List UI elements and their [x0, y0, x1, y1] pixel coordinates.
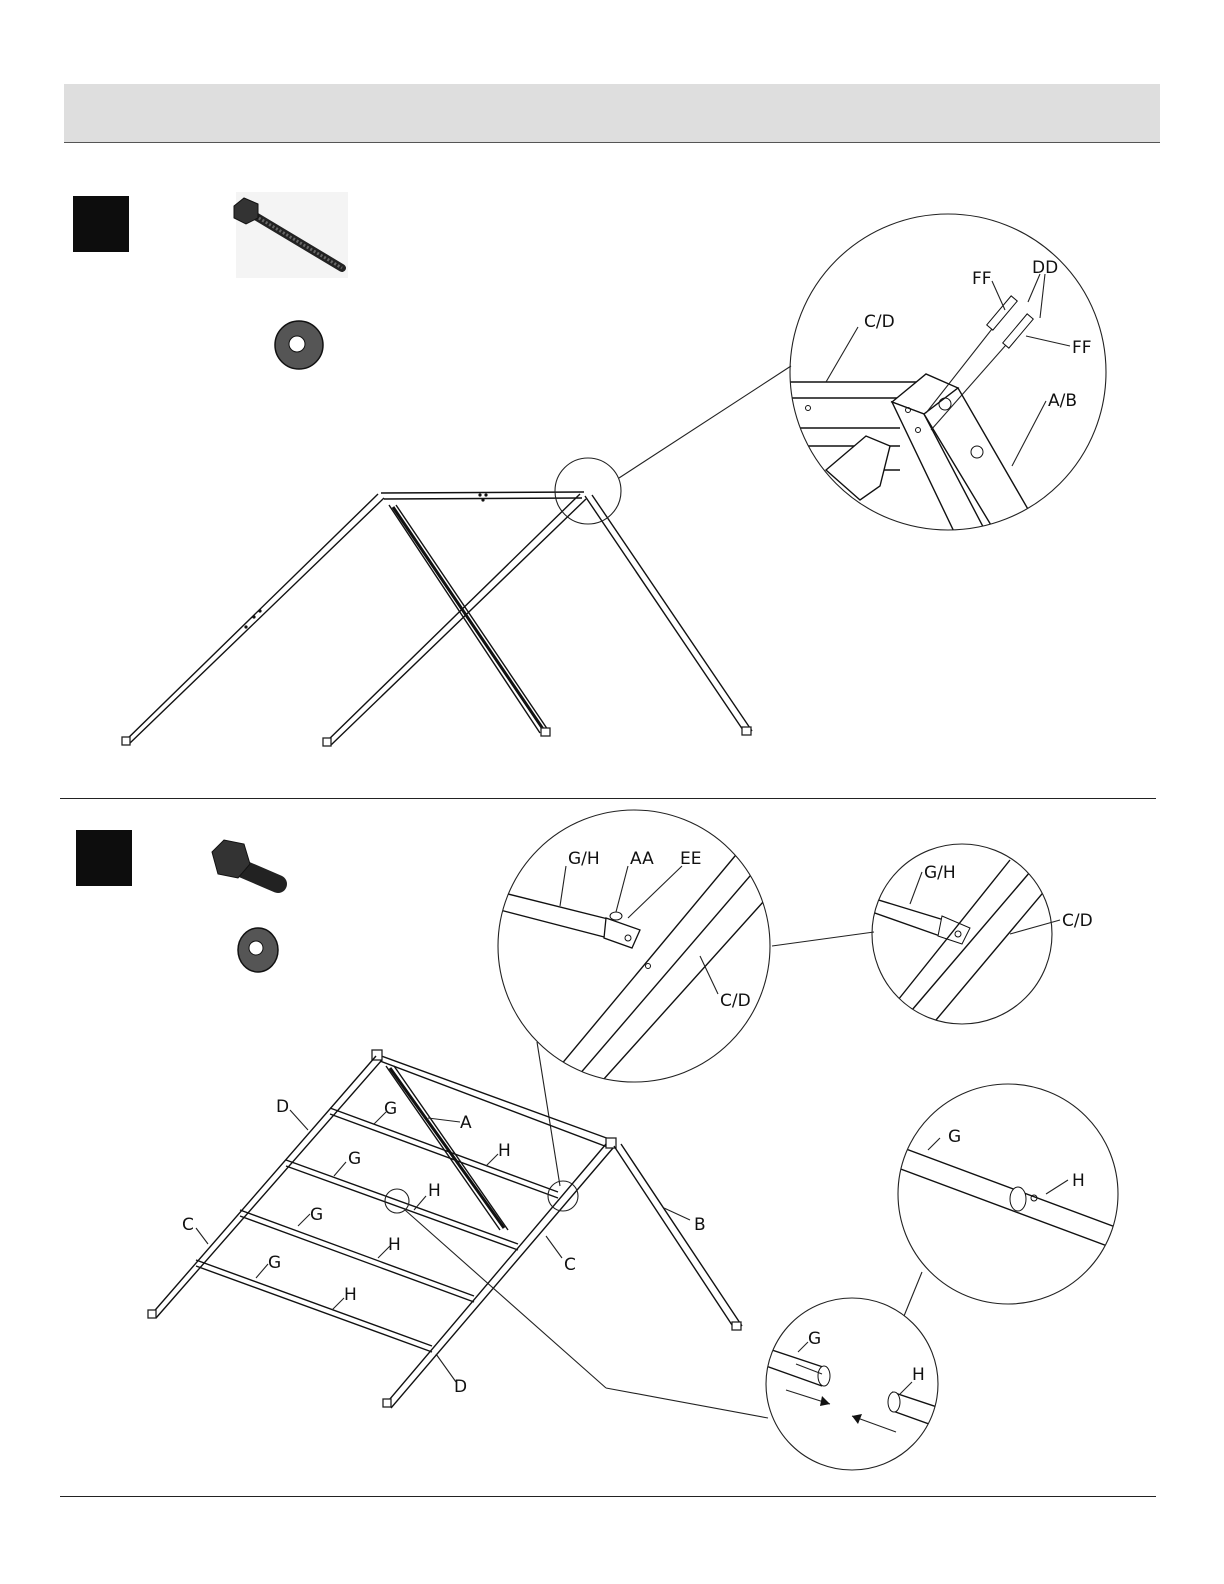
a-frame-step1 — [122, 366, 791, 746]
d-label-top: D — [276, 1097, 289, 1117]
cd-label-zoom-right: C/D — [1062, 911, 1093, 931]
short-bolt-icon — [212, 840, 278, 884]
step2-insert-zoom: G H — [766, 1298, 940, 1470]
c-label-mid: C — [564, 1255, 576, 1275]
washer-icon-step2 — [238, 928, 278, 972]
h-label-1: H — [498, 1141, 511, 1161]
g-label-insert: G — [808, 1329, 821, 1349]
cd-label-zoom-left: C/D — [720, 991, 751, 1011]
step2-detail-zoom-right: G/H C/D — [872, 844, 1093, 1024]
gh-label-zoom-left: G/H — [568, 849, 600, 869]
h-label-4: H — [344, 1285, 357, 1305]
g-label-joint: G — [948, 1127, 961, 1147]
step2-detail-zoom-left: G/H AA EE C/D — [498, 810, 790, 1090]
c-label-left: C — [182, 1215, 194, 1235]
g-label-3: G — [310, 1205, 323, 1225]
step1-detail-zoom: FF DD C/D FF A/B — [790, 214, 1106, 540]
washer-icon — [275, 321, 323, 369]
g-label-2: G — [348, 1149, 361, 1169]
h-label-2: H — [428, 1181, 441, 1201]
d-label-bottom: D — [454, 1377, 467, 1397]
h-label-joint: H — [1072, 1171, 1085, 1191]
h-label-insert: H — [912, 1365, 925, 1385]
b-label: B — [694, 1215, 706, 1235]
long-bolt-icon — [234, 192, 348, 278]
ee-label: EE — [680, 849, 701, 869]
zoom-connector-line — [772, 932, 874, 946]
h-label-3: H — [388, 1235, 401, 1255]
g-label-4: G — [268, 1253, 281, 1273]
cd-label: C/D — [864, 312, 895, 332]
ff-top-label: FF — [972, 269, 992, 289]
ff-bottom-label: FF — [1072, 338, 1092, 358]
step2-joint-zoom: G H — [898, 1084, 1118, 1316]
a-frame-step2 — [148, 1050, 768, 1418]
dd-label: DD — [1032, 258, 1058, 278]
ab-label: A/B — [1048, 391, 1077, 411]
g-label-1: G — [384, 1099, 397, 1119]
a-label: A — [460, 1113, 472, 1133]
gh-label-zoom-right: G/H — [924, 863, 956, 883]
aa-label: AA — [630, 849, 654, 869]
